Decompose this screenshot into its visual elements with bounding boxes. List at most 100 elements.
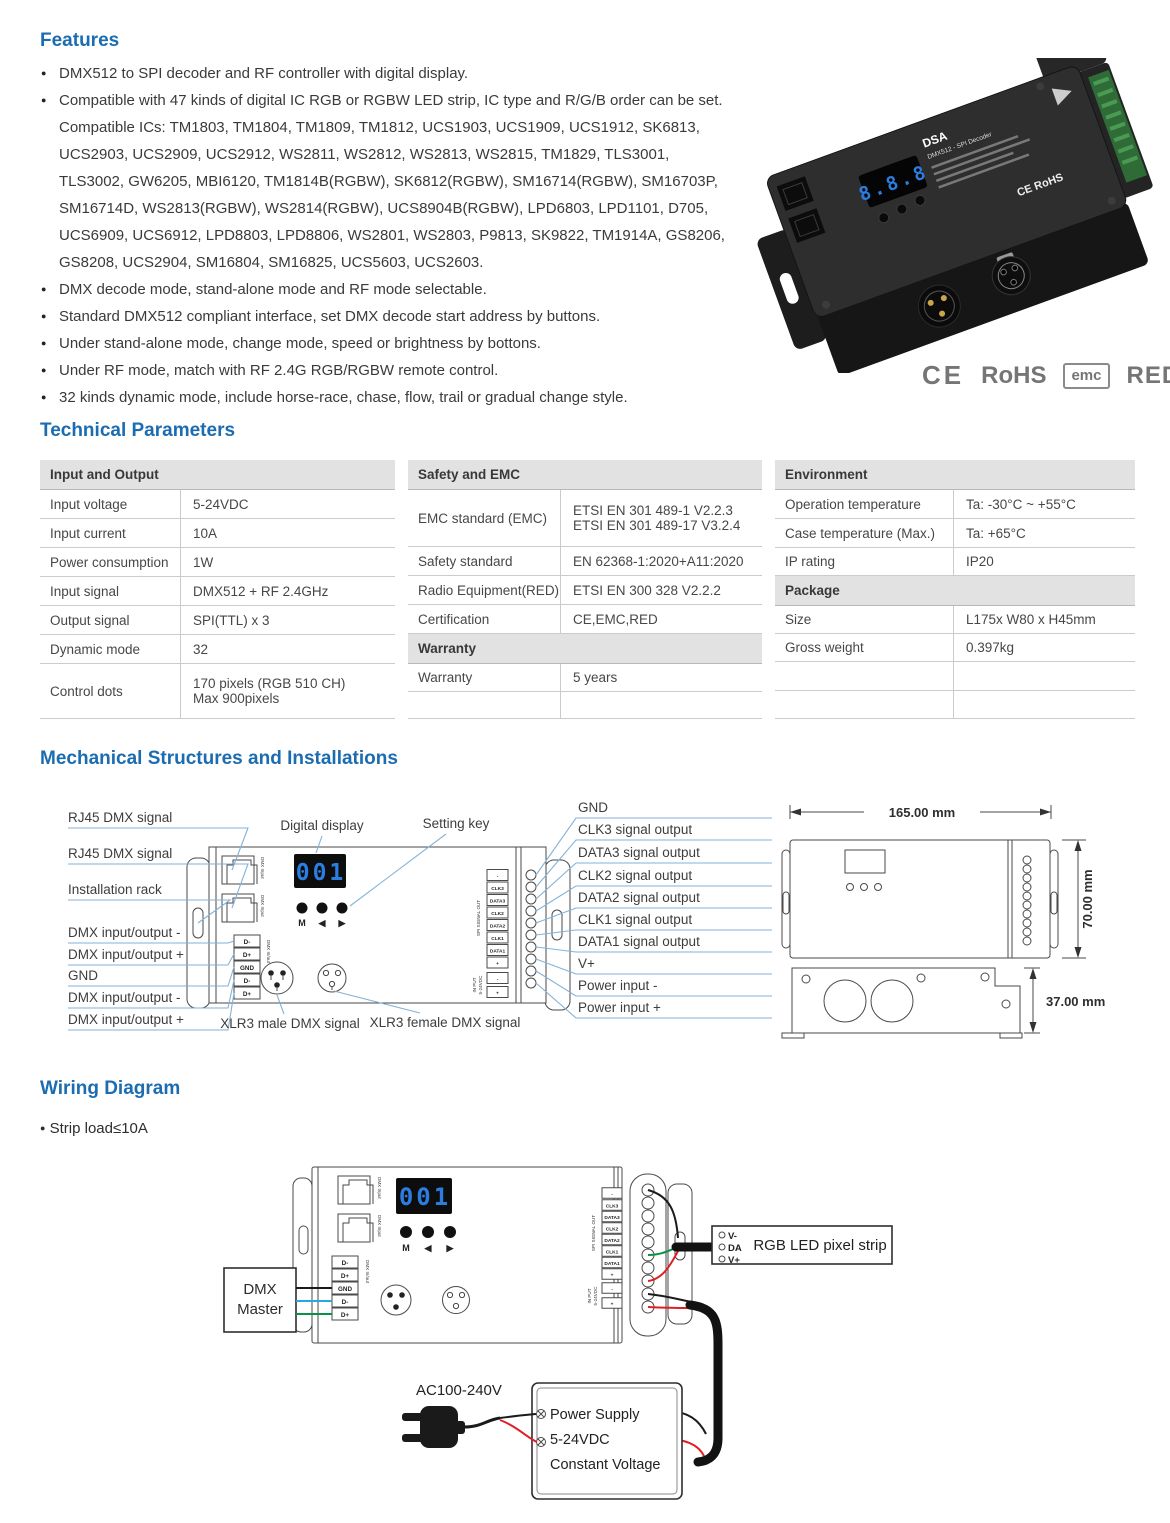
mech-left-label: RJ45 DMX signal [68, 846, 172, 861]
svg-text:CLK1: CLK1 [491, 936, 504, 942]
dmx-master-label: Master [237, 1301, 283, 1318]
digital-display [396, 1178, 452, 1214]
product-photo: 8.8.8 DSA DMX512 - SPI Decoder CE RoHS [757, 58, 1153, 373]
spi-signal-out-label: SPI SIGNAL OUT [591, 1215, 596, 1252]
power-cable [685, 1300, 723, 1467]
bullet-icon: ● [41, 311, 47, 321]
terminal [601, 1210, 623, 1223]
screw-terminal [525, 929, 537, 941]
bullet-icon: ● [41, 68, 47, 78]
mech-right-label: CLK1 signal output [578, 912, 692, 927]
terminal [486, 869, 509, 881]
mech-right-label: CLK2 signal output [578, 868, 692, 883]
red-mark: RED [1126, 361, 1170, 389]
svg-text:-: - [497, 978, 499, 983]
mech-right-label: V+ [578, 956, 595, 971]
dim-length: 165.00 mm [889, 805, 956, 820]
mech-right-label: GND [578, 800, 608, 815]
strip-terminal-label: V- [728, 1231, 737, 1242]
screw-terminal [525, 905, 537, 917]
svg-text:D+: D+ [341, 1312, 350, 1319]
svg-text:DATA1: DATA1 [604, 1261, 620, 1267]
screw-terminal [641, 1235, 655, 1249]
dmx-column-label: DMX In/out [266, 940, 271, 964]
table-row: EMC standard (EMC)ETSI EN 301 489-1 V2.2… [408, 490, 762, 547]
rgb-strip-label: RGB LED pixel strip [753, 1237, 886, 1254]
svg-text:DATA3: DATA3 [604, 1215, 620, 1221]
rj45-port [782, 182, 808, 206]
terminal [331, 1255, 359, 1269]
mech-right-label: DATA2 signal output [578, 890, 700, 905]
button-m [878, 212, 890, 224]
strip-terminal-label: DA [728, 1243, 742, 1254]
strip-load-note: ● Strip load≤10A [40, 1120, 148, 1137]
terminal [331, 1268, 359, 1282]
digital-display [294, 854, 346, 888]
svg-text:CLK3: CLK3 [491, 886, 504, 892]
feature-item: ●32 kinds dynamic mode, include horse-ra… [40, 384, 730, 411]
mech-top-label: Digital display [280, 818, 364, 833]
xlr-male-icon [260, 961, 294, 995]
svg-text:CLK2: CLK2 [606, 1227, 619, 1233]
wire-v-plus [647, 1250, 679, 1282]
terminal [601, 1222, 623, 1234]
terminal [486, 986, 509, 998]
button-right [444, 1226, 456, 1238]
mech-top-label: Setting key [423, 816, 490, 831]
plug-prong [402, 1434, 424, 1442]
terminal [486, 972, 509, 984]
screw-terminal [525, 953, 537, 965]
input-label: 5-24VDC [593, 1286, 598, 1306]
input-label: 5-24VDC [478, 975, 483, 995]
svg-text:+: + [496, 962, 499, 967]
svg-text:D+: D+ [341, 1273, 350, 1280]
screw-terminal [525, 869, 537, 881]
screw-terminal [525, 941, 537, 953]
rohs-mark: RoHS [981, 361, 1047, 389]
rj45-tiny-label: DMX Input [260, 857, 265, 879]
bullet-icon: ● [41, 392, 47, 402]
table-row: Radio Equipment(RED)ETSI EN 300 328 V2.2… [408, 576, 762, 605]
mech-bottom-label: XLR3 female DMX signal [370, 1015, 521, 1030]
svg-text:M: M [402, 1243, 410, 1253]
button-left [896, 203, 908, 215]
svg-text:D-: D- [342, 1260, 349, 1267]
wiring-diagram: DMX Input DMX Input 001 M ◀ ▶ D- D+ GND … [223, 1166, 893, 1500]
svg-text:+: + [496, 992, 499, 997]
feature-item: ●Under RF mode, match with RF 2.4G RGB/R… [40, 357, 730, 384]
mech-right-label: DATA1 signal output [578, 934, 700, 949]
table-header: Warranty [408, 634, 762, 664]
terminal [486, 944, 509, 956]
terminal [486, 906, 509, 919]
features-title: Features [40, 30, 120, 51]
table-row-empty [408, 692, 762, 719]
mech-left-label: DMX input/output - [68, 990, 181, 1005]
device-top-face [767, 66, 1127, 317]
svg-text:+: + [611, 1274, 614, 1279]
terminal [486, 881, 509, 894]
feature-item: ●Under stand-alone mode, change mode, sp… [40, 330, 730, 357]
terminal [601, 1268, 623, 1280]
screw-terminal [525, 881, 537, 893]
svg-text:GND: GND [338, 1286, 352, 1293]
certification-marks: CE RoHS emc RED [922, 360, 1170, 391]
bullet-icon: ● [41, 95, 47, 105]
top-view [789, 839, 1051, 959]
button-right [336, 902, 348, 914]
mech-right-label: Power input + [578, 1000, 661, 1015]
terminal [486, 919, 509, 931]
psu-label: Constant Voltage [550, 1457, 660, 1473]
mech-left-label: DMX input/output + [68, 947, 184, 962]
terminal [601, 1187, 623, 1199]
screw-terminal [525, 917, 537, 929]
input-label: IN PUT [472, 977, 477, 992]
terminal [601, 1297, 623, 1309]
